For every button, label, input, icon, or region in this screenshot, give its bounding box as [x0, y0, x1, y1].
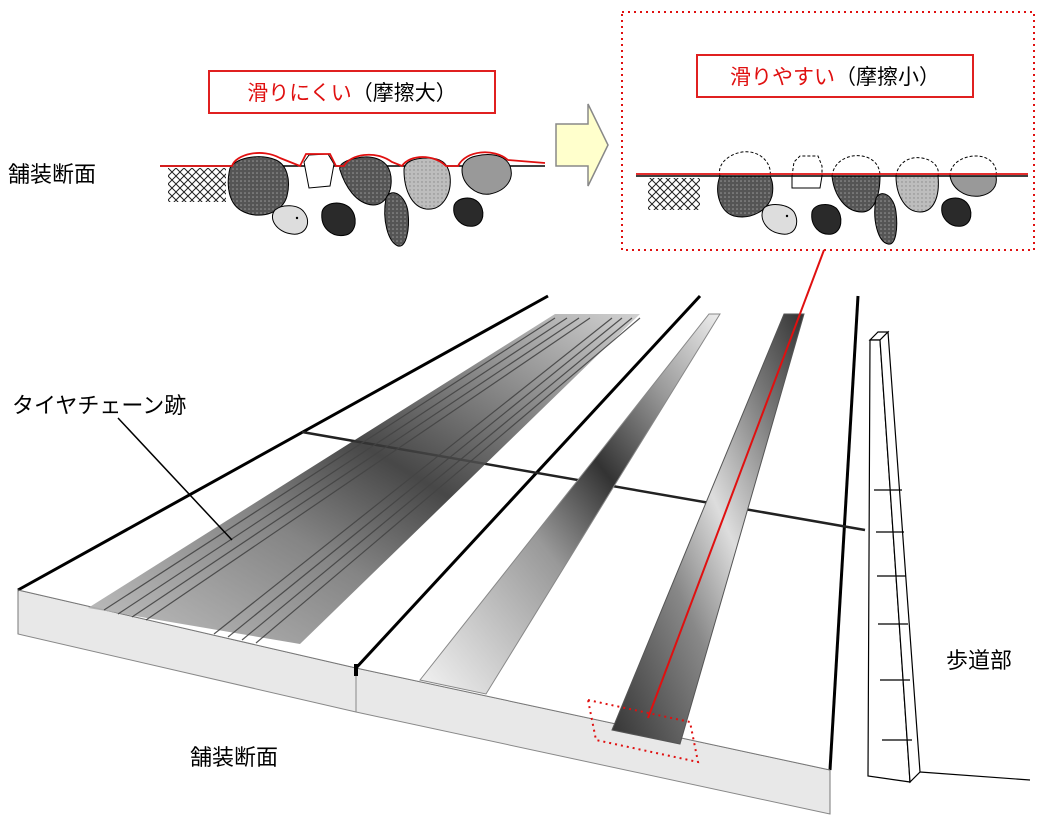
low-friction-paren: （摩擦小） — [835, 65, 940, 89]
high-friction-main: 滑りにくい — [247, 81, 352, 105]
low-friction-label: 滑りやすい（摩擦小） — [696, 54, 974, 98]
transition-arrow-icon — [555, 103, 609, 187]
cross-section-label-top: 舗装断面 — [8, 163, 97, 188]
sidewalk-label: 歩道部 — [946, 649, 1013, 674]
cross-section-label-bottom: 舗装断面 — [190, 746, 279, 771]
high-friction-paren: （摩擦大） — [351, 81, 457, 105]
cross-section-low-friction — [636, 151, 1028, 245]
low-friction-frame — [621, 11, 1035, 251]
cross-section-high-friction — [160, 151, 546, 247]
tire-chain-leader — [117, 417, 233, 541]
road-surface — [17, 249, 866, 815]
high-friction-label: 滑りにくい（摩擦大） — [208, 70, 496, 114]
low-friction-main: 滑りやすい — [730, 65, 835, 89]
sidewalk-curb — [867, 330, 1031, 784]
tire-chain-marks-label: タイヤチェーン跡 — [12, 394, 187, 419]
